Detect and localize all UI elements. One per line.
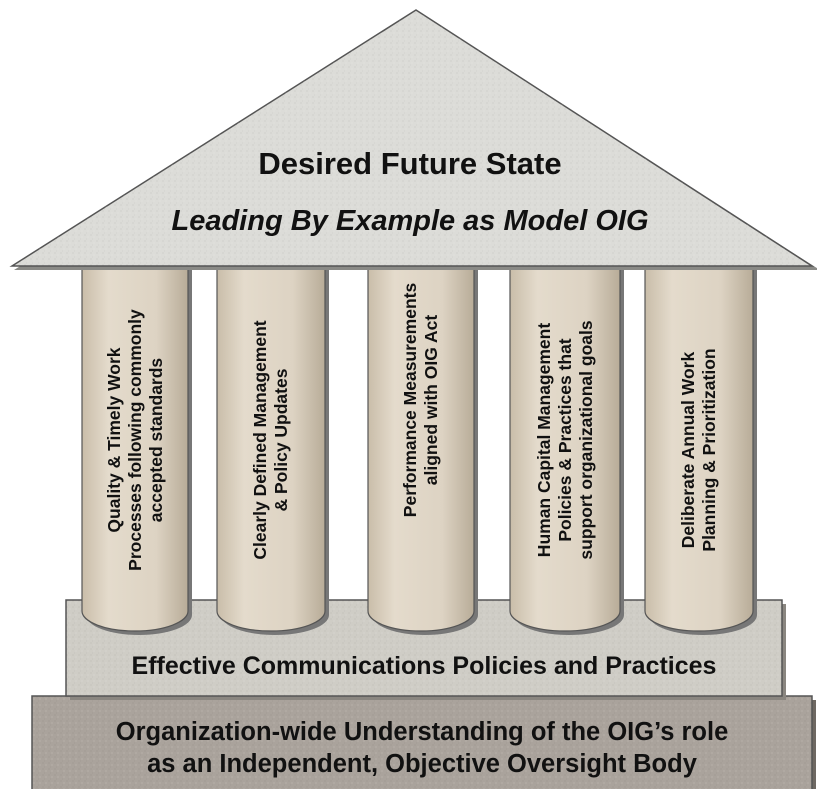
platform-label: Effective Communications Policies and Pr… — [131, 652, 717, 680]
pillar-5 — [644, 265, 757, 635]
pillar-1 — [81, 265, 192, 635]
base-label: Organization-wide Understanding of the O… — [115, 718, 729, 778]
pillar-label-4: Human Capital Management Policies & Prac… — [533, 320, 596, 560]
pillars — [81, 265, 757, 635]
pillar-label-5: Deliberate Annual Work Planning & Priori… — [678, 348, 719, 552]
pillar-label-2: Clearly Defined Management & Policy Upda… — [250, 320, 291, 560]
pillar-label-1: Quality & Timely Work Processes followin… — [103, 309, 166, 571]
roof-subtitle: Leading By Example as Model OIG — [171, 205, 649, 237]
pillar-4 — [509, 265, 624, 635]
pillar-2 — [216, 265, 329, 635]
roof — [9, 9, 817, 270]
roof-title: Desired Future State — [258, 146, 562, 181]
pillar-3 — [367, 265, 478, 635]
base-slab — [31, 695, 816, 789]
pillar-label-3: Performance Measurements aligned with OI… — [400, 282, 441, 518]
